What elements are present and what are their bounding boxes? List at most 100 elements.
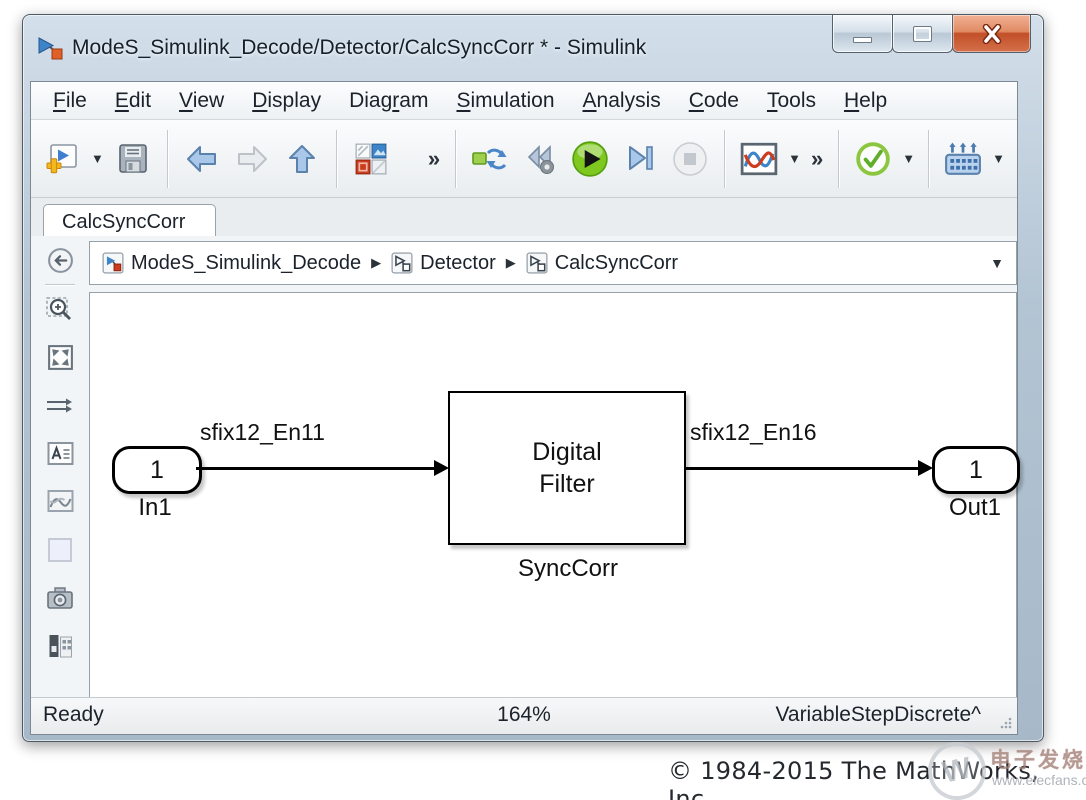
breadcrumb-label: Detector (420, 251, 496, 274)
area-icon (48, 537, 72, 562)
menu-tools[interactable]: Tools (766, 88, 816, 112)
step-back-icon (527, 144, 555, 174)
model-advisor-dropdown[interactable]: ▼ (902, 151, 916, 166)
annotation-button[interactable] (45, 439, 75, 468)
close-button[interactable] (952, 15, 1031, 53)
breadcrumb-dropdown[interactable]: ▼ (990, 255, 1004, 271)
up-to-parent-button[interactable] (277, 133, 327, 185)
menu-display[interactable]: Display (252, 88, 322, 112)
signal-label-in[interactable]: sfix12_En11 (200, 419, 325, 445)
menu-simulation[interactable]: Simulation (456, 88, 555, 112)
inport-label[interactable]: In1 (138, 494, 172, 521)
copyright-text: © 1984-2015 The MathWorks, Inc. (668, 757, 1040, 800)
outport-label[interactable]: Out1 (948, 494, 1002, 521)
sample-time-button[interactable] (45, 391, 75, 420)
watermark-url: www.elecfans.com (992, 772, 1086, 788)
signal-label-out[interactable]: sfix12_En16 (690, 419, 817, 445)
update-diagram-button[interactable] (465, 133, 515, 185)
build-button[interactable] (938, 133, 988, 185)
resize-grip-icon[interactable] (998, 715, 1013, 730)
area-button[interactable] (45, 535, 75, 564)
menu-code[interactable]: Code (688, 88, 739, 112)
navigate-back-button[interactable] (177, 133, 227, 185)
fit-to-view-button[interactable] (45, 343, 75, 372)
breadcrumb-item-detector[interactable]: Detector (391, 252, 496, 275)
step-forward-icon (629, 146, 653, 170)
signal-wire-out[interactable] (684, 467, 920, 470)
toolbar-separator (335, 129, 337, 188)
solver-indicator[interactable]: VariableStepDiscrete^ (775, 703, 981, 726)
arrow-left-icon (186, 145, 216, 172)
step-forward-button[interactable] (615, 133, 665, 185)
titlebar[interactable]: ModeS_Simulink_Decode/Detector/CalcSyncC… (23, 15, 1043, 81)
step-back-button[interactable] (515, 133, 565, 185)
window-title: ModeS_Simulink_Decode/Detector/CalcSyncC… (72, 36, 647, 59)
viewmark-camera-button[interactable] (45, 583, 75, 612)
library-browser-button[interactable] (346, 133, 396, 185)
toolbar-overflow-button[interactable]: » (427, 145, 441, 171)
digital-filter-block[interactable]: Digital Filter (448, 391, 686, 545)
build-dropdown[interactable]: ▼ (992, 151, 1005, 166)
sim-overflow-button[interactable]: » (811, 145, 824, 171)
navigate-forward-button[interactable] (227, 133, 277, 185)
new-model-icon (46, 143, 77, 173)
menu-help[interactable]: Help (844, 88, 888, 112)
breadcrumb-item-root[interactable]: ModeS_Simulink_Decode (102, 252, 361, 275)
hide-explorer-bar-button[interactable] (43, 244, 77, 276)
run-button[interactable] (565, 133, 615, 185)
menu-edit[interactable]: Edit (114, 88, 152, 112)
update-diagram-icon (472, 148, 507, 169)
arrow-up-icon (288, 144, 315, 173)
filter-text-line1: Digital (532, 438, 602, 466)
minimize-button[interactable] (832, 15, 893, 53)
menubar: File Edit View Display Diagram Simulatio… (31, 82, 1017, 120)
wire-arrowhead-icon (918, 460, 933, 476)
tab-label: CalcSyncCorr (62, 210, 186, 233)
menu-view[interactable]: View (179, 88, 225, 112)
outport-block[interactable]: 1 (932, 446, 1020, 494)
scope-icon (740, 142, 778, 175)
subsystem-icon (526, 252, 548, 274)
filter-text-line2: Filter (539, 470, 595, 498)
signal-wire-in[interactable] (196, 467, 436, 470)
tabbar: CalcSyncCorr (31, 198, 1017, 239)
filter-block-label[interactable]: SyncCorr (517, 555, 619, 582)
scope-dropdown[interactable]: ▼ (788, 151, 801, 166)
simulation-data-inspector-button[interactable] (734, 133, 784, 185)
close-icon (982, 23, 1001, 44)
tab-calcsynccorr[interactable]: CalcSyncCorr (43, 204, 217, 239)
stop-button[interactable] (665, 133, 715, 185)
image-button[interactable] (45, 487, 75, 516)
toolbar-separator (838, 129, 840, 188)
model-view: ModeS_Simulink_Decode ▶ Detector (89, 236, 1020, 698)
zoom-button[interactable] (45, 295, 75, 324)
outport-number: 1 (969, 455, 983, 484)
toolbar-separator (724, 129, 726, 188)
watermark: W 电子发烧友 www.elecfans.com (922, 736, 1086, 800)
image-icon (47, 490, 73, 512)
new-model-button[interactable] (37, 133, 87, 185)
simulink-app-icon (38, 37, 63, 60)
maximize-button[interactable] (892, 15, 953, 53)
diagram-canvas[interactable]: 1 In1 sfix12_En11 Digital Filter Sy (89, 292, 1020, 698)
new-model-dropdown[interactable]: ▼ (91, 151, 104, 166)
breadcrumb-item-calcsynccorr[interactable]: CalcSyncCorr (526, 252, 678, 275)
save-button[interactable] (108, 133, 158, 185)
screen-capture-button[interactable] (45, 631, 75, 660)
signal-arrows-icon (47, 398, 72, 412)
menu-diagram[interactable]: Diagram (349, 88, 429, 112)
statusbar: Ready 164% VariableStepDiscrete^ (31, 697, 1017, 734)
toolbar-separator (166, 129, 168, 188)
model-icon (102, 252, 124, 274)
annotation-icon (47, 441, 73, 465)
breadcrumb-label: CalcSyncCorr (554, 251, 679, 274)
model-advisor-icon (856, 141, 890, 176)
menu-file[interactable]: File (53, 88, 87, 112)
inport-block[interactable]: 1 (112, 446, 202, 494)
model-advisor-button[interactable] (848, 133, 898, 185)
menu-analysis[interactable]: Analysis (582, 88, 661, 112)
library-icon (355, 143, 387, 174)
maximize-icon (913, 25, 932, 42)
zoom-level: 164% (497, 703, 551, 726)
